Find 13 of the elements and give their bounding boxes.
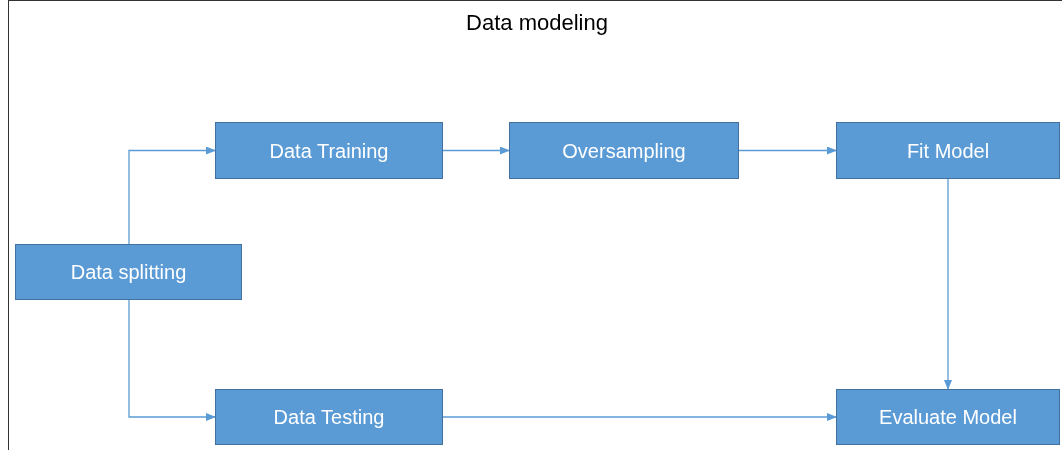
arrow: [128, 299, 216, 421]
arrow: [128, 146, 216, 245]
arrow: [442, 413, 837, 421]
process-box: Evaluate Model: [836, 389, 1060, 445]
process-box: Data Testing: [215, 389, 443, 445]
arrow: [442, 146, 510, 155]
process-box: Fit Model: [836, 122, 1060, 179]
process-box: Data Training: [215, 122, 443, 179]
arrow: [738, 146, 837, 155]
arrow: [944, 178, 952, 390]
process-box: Data splitting: [15, 244, 242, 300]
process-box: Oversampling: [509, 122, 739, 179]
diagram-title: Data modeling: [465, 9, 609, 37]
